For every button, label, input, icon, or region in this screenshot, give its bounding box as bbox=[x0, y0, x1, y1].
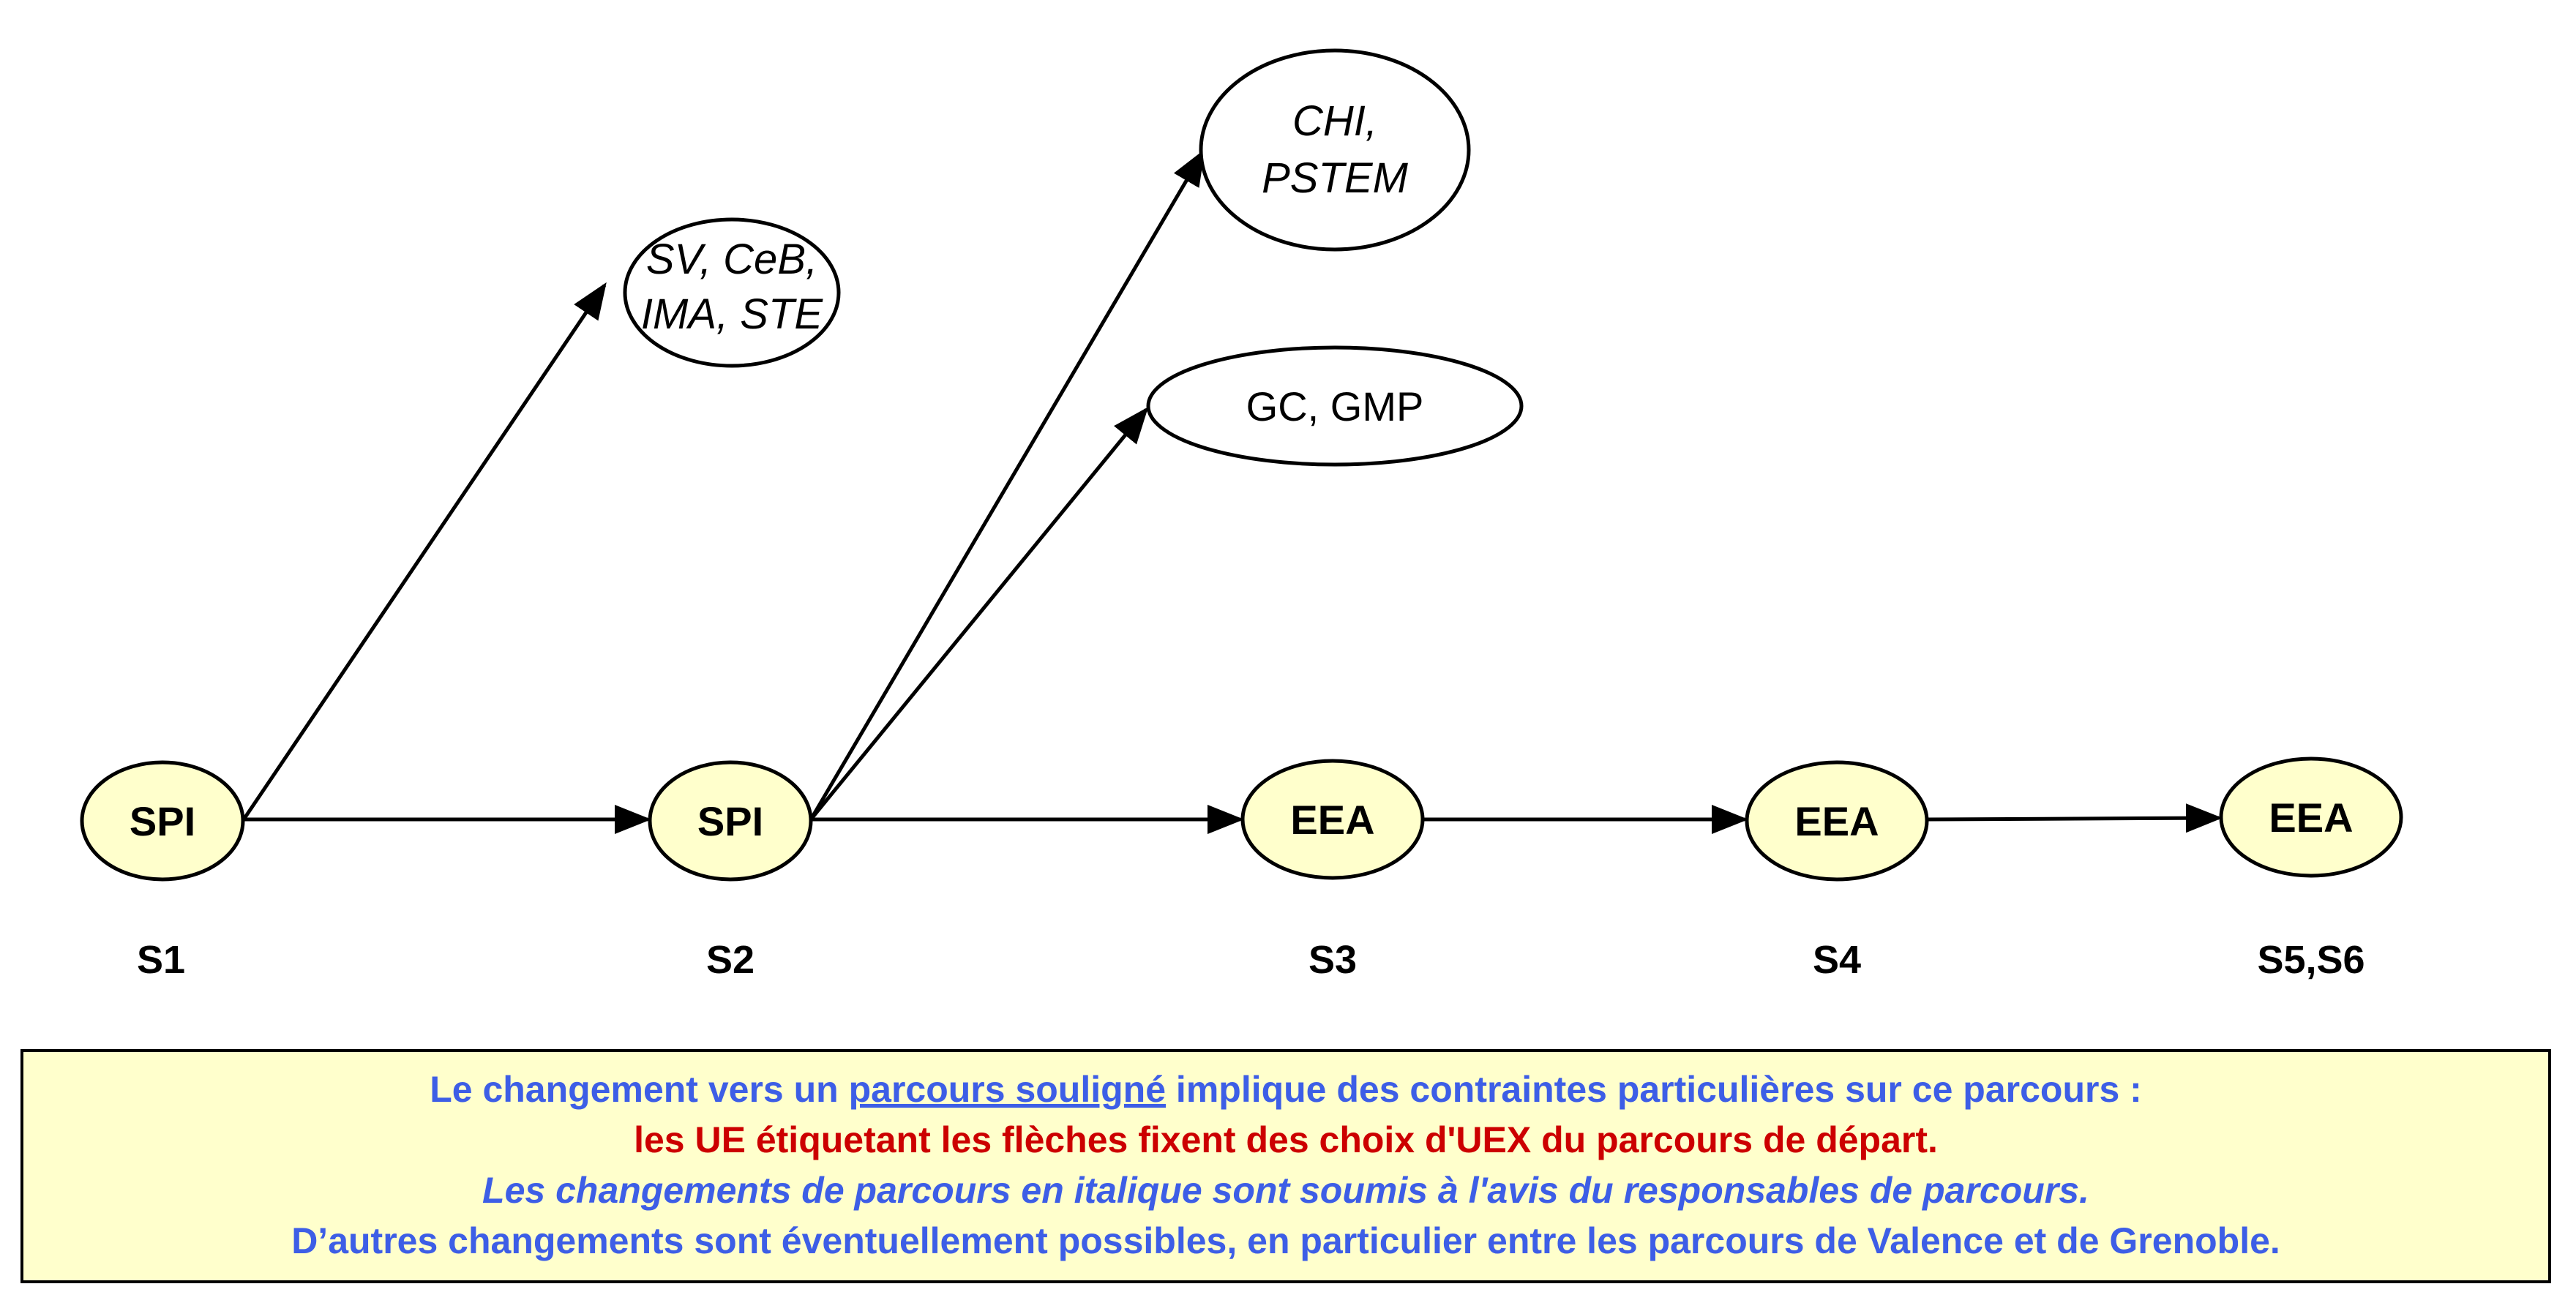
node-sv-group-line2: IMA, STE bbox=[641, 290, 823, 338]
node-spi-s2-label: SPI bbox=[697, 798, 763, 844]
edge-spi-s2-to-gc-group bbox=[809, 407, 1149, 821]
edge-eea-s4-to-eea-s5s6 bbox=[1927, 803, 2223, 833]
node-spi-s1-label: SPI bbox=[130, 798, 195, 844]
legend-line-3: Les changements de parcours en italique … bbox=[482, 1170, 2089, 1211]
edge-spi-s1-to-sv-group bbox=[242, 282, 607, 821]
semester-label-s2: S2 bbox=[706, 938, 755, 982]
node-chi-group-line2: PSTEM bbox=[1262, 154, 1408, 202]
legend-line-1-suffix: implique des contraintes particulières s… bbox=[1166, 1069, 2142, 1110]
node-eea-s5s6: EEA bbox=[2219, 756, 2403, 878]
legend-line-1: Le changement vers un parcours souligné … bbox=[23, 1064, 2548, 1115]
legend-line-2: les UE étiquetant les flèches fixent des… bbox=[634, 1119, 1938, 1160]
semester-label-s5s6: S5,S6 bbox=[2257, 938, 2365, 982]
node-eea-s3-label: EEA bbox=[1290, 797, 1374, 843]
node-eea-s4: EEA bbox=[1745, 760, 1929, 882]
node-spi-s2: SPI bbox=[648, 760, 813, 882]
node-sv-group-line1: SV, CeB, bbox=[646, 236, 817, 283]
legend-underlined-term: parcours souligné bbox=[848, 1069, 1167, 1110]
node-chi-group-line1: CHI, bbox=[1292, 97, 1377, 145]
node-eea-s5s6-label: EEA bbox=[2269, 795, 2353, 841]
curriculum-flow-diagram: SPI SPI EEA EEA EEA SV, CeB, IMA, STE CH… bbox=[80, 48, 2403, 982]
node-eea-s3: EEA bbox=[1240, 759, 1425, 880]
node-eea-s4-label: EEA bbox=[1794, 798, 1879, 844]
semester-label-s3: S3 bbox=[1308, 938, 1357, 982]
node-spi-s1: SPI bbox=[80, 760, 245, 882]
legend-line-1-prefix: Le changement vers un bbox=[430, 1069, 849, 1110]
semester-label-s1: S1 bbox=[137, 938, 185, 982]
node-gc-group-label: GC, GMP bbox=[1246, 383, 1424, 429]
edges-layer bbox=[242, 149, 2223, 834]
legend-line-4: D’autres changements sont éventuellement… bbox=[291, 1220, 2280, 1261]
edge-spi-s2-to-chi-group bbox=[809, 149, 1205, 821]
legend-box: Le changement vers un parcours souligné … bbox=[20, 1049, 2551, 1283]
node-gc-group: GC, GMP bbox=[1146, 345, 1524, 467]
semester-label-s4: S4 bbox=[1813, 938, 1861, 982]
node-chi-group: CHI, PSTEM bbox=[1199, 48, 1471, 252]
node-sv-group: SV, CeB, IMA, STE bbox=[623, 217, 841, 368]
